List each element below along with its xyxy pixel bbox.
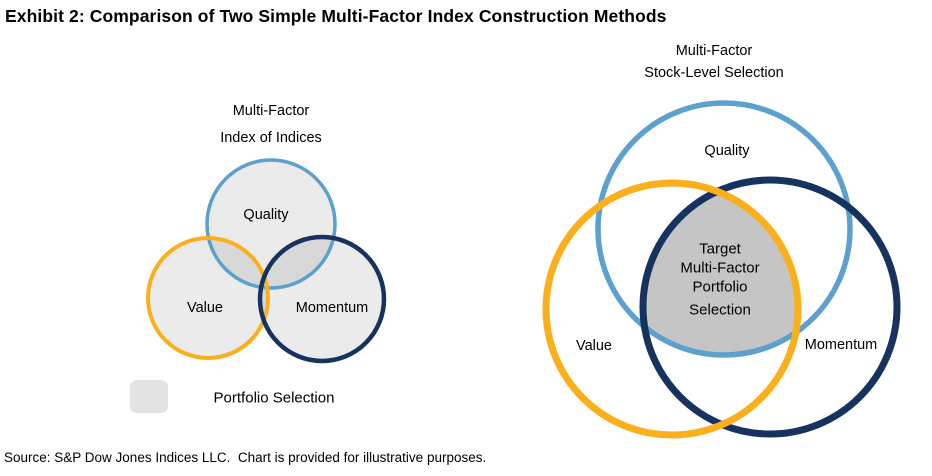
portfolio-selection-swatch [130,380,168,413]
right-diagram-title-line2: Stock-Level Selection [644,65,784,81]
right-quality-label: Quality [704,143,750,159]
left-value-fill [148,238,268,358]
target-portfolio-text-line3: Portfolio [692,278,748,296]
left-quality-circle [205,158,337,290]
left-momentum-circle [257,234,387,364]
right-value-circle [542,179,802,439]
right-quality-circle [595,100,853,358]
index-of-indices-venn [146,158,387,364]
legend-swatch-rect [130,380,168,413]
left-quality-fill [207,160,335,288]
right-diagram-title-line1: Multi-Factor [675,43,753,59]
left-diagram-title-line1: Multi-Factor [232,103,310,119]
page-title: Exhibit 2: Comparison of Two Simple Mult… [5,6,667,26]
stock-level-selection-venn [542,100,901,439]
right-value-label: Value [575,338,613,354]
source-attribution: Source: S&P Dow Jones Indices LLC. Chart… [4,450,487,465]
portfolio-selection-legend-label: Portfolio Selection [213,389,335,407]
target-portfolio-text-line4: Selection [689,301,751,319]
left-quality-label: Quality [243,207,289,223]
right-momentum-label: Momentum [804,337,878,353]
left-momentum-fill [260,237,384,361]
right-momentum-circle [639,176,901,438]
left-value-label: Value [186,300,224,316]
target-portfolio-text-line2: Multi-Factor [680,259,760,277]
left-momentum-label: Momentum [295,300,369,316]
left-diagram-title-line2: Index of Indices [220,130,322,146]
target-portfolio-intersection [643,183,798,355]
left-value-circle [146,236,270,360]
target-portfolio-text-line1: Target [699,240,741,258]
